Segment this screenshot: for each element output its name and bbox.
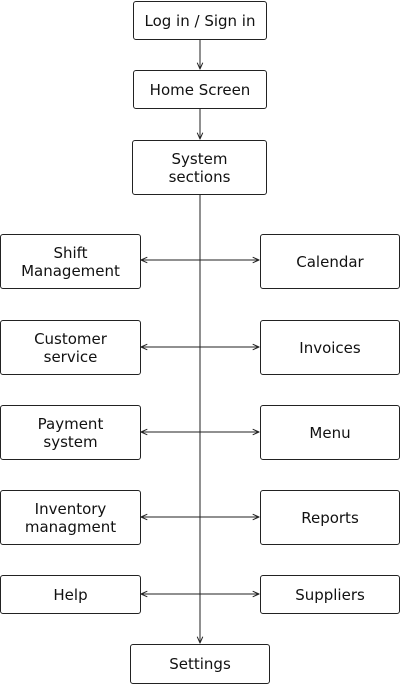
node-payment-system: Payment system <box>0 405 141 460</box>
node-help: Help <box>0 575 141 614</box>
node-settings: Settings <box>130 644 270 684</box>
node-suppliers: Suppliers <box>260 575 400 614</box>
node-reports: Reports <box>260 490 400 545</box>
node-inventory-managment: Inventory managment <box>0 490 141 545</box>
node-invoices: Invoices <box>260 320 400 375</box>
node-shift-management: Shift Management <box>0 234 141 289</box>
node-menu: Menu <box>260 405 400 460</box>
node-customer-service: Customer service <box>0 320 141 375</box>
node-home-screen: Home Screen <box>133 70 267 109</box>
node-login: Log in / Sign in <box>133 1 267 40</box>
node-calendar: Calendar <box>260 234 400 289</box>
node-system-sections: System sections <box>132 140 267 195</box>
